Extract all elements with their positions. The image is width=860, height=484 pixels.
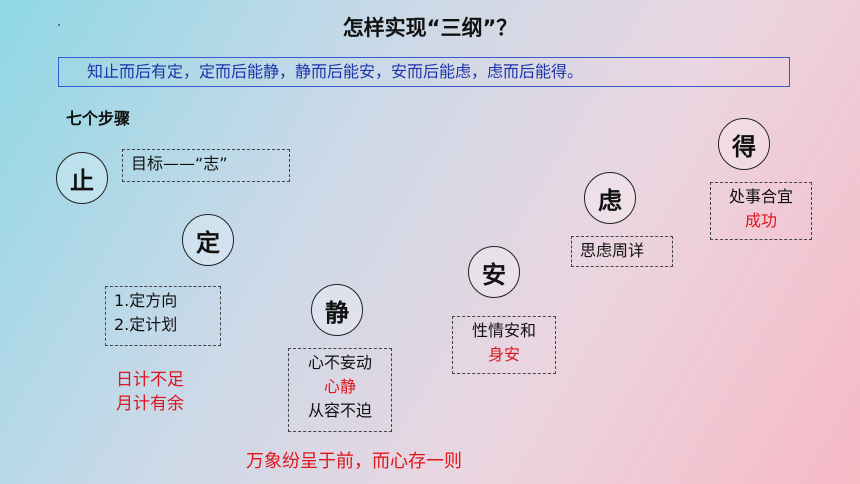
step-note-de-line1: 处事合宜 — [728, 187, 793, 206]
step-note-jing: 心不妄动 心静 从容不迫 — [288, 348, 392, 432]
step-note-jing-line1: 心不妄动 — [307, 353, 372, 372]
decor-dot — [58, 24, 60, 26]
step-circle-an: 安 — [468, 246, 520, 298]
step-circle-jing: 静 — [311, 284, 363, 336]
quote-box: 知止而后有定，定而后能静，静而后能安，安而后能虑，虑而后能得。 — [58, 57, 790, 87]
step-note-de: 处事合宜 成功 — [710, 182, 812, 240]
step-note-ding-line2: 2.定计划 — [114, 315, 178, 334]
red-note-1: 日计不足 — [116, 370, 184, 390]
step-note-an: 性情安和 身安 — [452, 316, 556, 374]
step-note-ding: 1.定方向 2.定计划 — [105, 286, 221, 346]
step-circle-lv: 虑 — [584, 172, 636, 224]
step-circle-zhi: 止 — [56, 152, 108, 204]
step-note-de-line2: 成功 — [744, 211, 777, 230]
steps-label: 七个步骤 — [66, 109, 131, 128]
step-circle-de: 得 — [718, 118, 770, 170]
bottom-note: 万象纷呈于前，而心存一则 — [246, 451, 462, 472]
step-note-an-line2: 身安 — [487, 345, 520, 364]
red-note-2: 月计有余 — [116, 394, 184, 414]
step-note-lv: 思虑周详 — [571, 236, 673, 267]
step-note-jing-line2: 心静 — [323, 377, 356, 396]
slide-title: 怎样实现“三纲”？ — [342, 16, 518, 40]
step-circle-ding: 定 — [182, 214, 234, 266]
step-note-ding-line1: 1.定方向 — [114, 291, 178, 310]
step-note-an-line1: 性情安和 — [471, 321, 536, 340]
step-note-zhi: 目标——“志” — [122, 149, 290, 182]
step-note-jing-line3: 从容不迫 — [307, 401, 372, 420]
